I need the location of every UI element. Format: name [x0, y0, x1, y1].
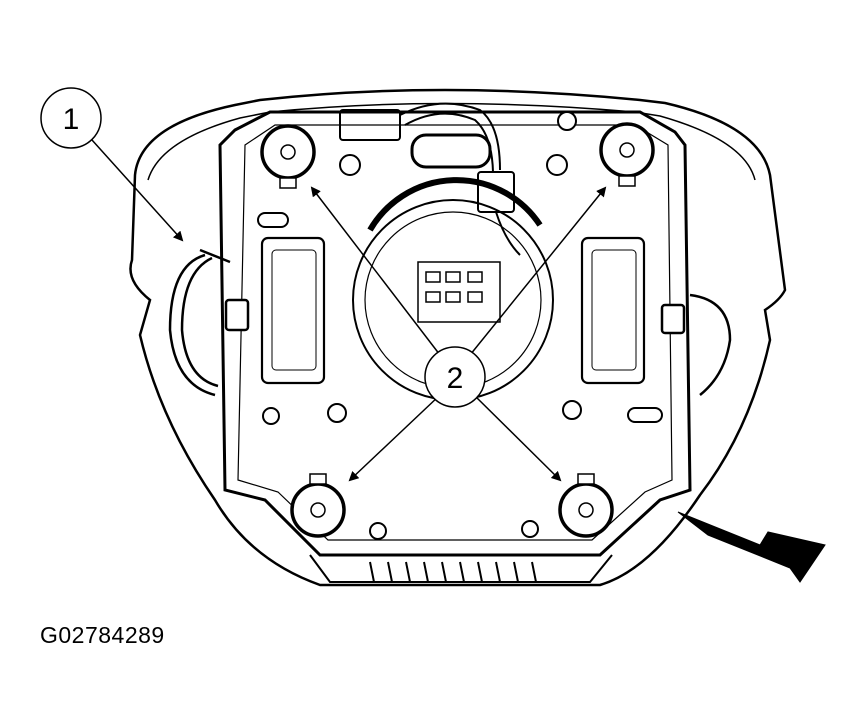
callout-1-leaders [91, 139, 184, 242]
mount-boss-top-right [599, 122, 655, 187]
callout-1-bubble: 1 [40, 87, 102, 149]
top-connector [339, 102, 521, 256]
mount-boss-bottom-left [290, 473, 346, 538]
left-harness [168, 248, 250, 397]
lower-trim [309, 554, 613, 583]
hub-cover-outline [129, 88, 787, 587]
plate-slots [257, 212, 663, 423]
mounting-plate-inner [237, 124, 673, 541]
mount-boss-top-left [260, 124, 316, 189]
plate-holes [262, 111, 582, 540]
right-clip [660, 293, 732, 396]
mounting-plate [218, 110, 692, 557]
callout-2-label: 2 [447, 362, 464, 395]
inflator [352, 177, 554, 401]
figure-id: G02784289 [40, 622, 165, 648]
callout-2-leaders [310, 186, 607, 482]
callout-1-label: 1 [63, 103, 80, 136]
right-pocket [580, 236, 646, 385]
view-direction-arrow [677, 511, 826, 583]
left-pocket [260, 236, 326, 385]
mount-boss-bottom-right [558, 473, 614, 538]
callout-2-bubble: 2 [424, 346, 486, 408]
trim-vents [369, 561, 537, 583]
